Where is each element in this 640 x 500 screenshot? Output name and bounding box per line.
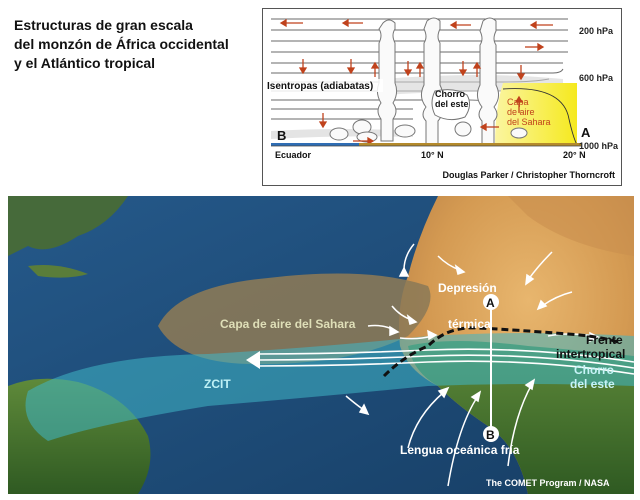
cross-section-credit: Douglas Parker / Christopher Thorncroft: [442, 170, 615, 180]
point-b-marker: [483, 426, 499, 442]
depression-label-line-1: Depresión: [438, 281, 497, 295]
x-label-10n: 10° N: [421, 150, 444, 160]
title-line-1: Estructuras de gran escala: [14, 17, 193, 33]
map-credit: The COMET Program / NASA: [486, 478, 610, 488]
sal-label-line-2: de aire: [507, 107, 535, 117]
itcz-band: [25, 333, 634, 441]
jet-arrowhead: [246, 351, 260, 369]
map-sal-label: Capa de aire del Sahara: [220, 317, 356, 331]
map-drawing: A B Capa de aire del Sahara ZCIT Depresi…: [8, 196, 634, 494]
land-surface: [359, 143, 581, 146]
map-itcz-label: ZCIT: [204, 377, 231, 391]
figure-title: Estructuras de gran escala del monzón de…: [14, 16, 254, 73]
pressure-label-1000: 1000 hPa: [579, 141, 619, 151]
sal-label-line-1: Capa: [507, 97, 529, 107]
caribbean-islands: [28, 265, 88, 278]
sal-plume: [158, 273, 431, 365]
title-line-2: del monzón de África occidental: [14, 36, 229, 52]
easterly-jet-streamlines: [257, 348, 634, 375]
sal-label-line-3: del Sahara: [507, 117, 551, 127]
point-a-marker: [483, 294, 499, 310]
cross-section-panel: 200 hPa 600 hPa 1000 hPa Isentropas (adi…: [262, 8, 622, 186]
ocean-surface: [271, 143, 359, 146]
pressure-label-200: 200 hPa: [579, 26, 614, 36]
depression-label-line-2: térmica: [448, 317, 491, 331]
map-jet-label-line-1: Chorro: [574, 363, 614, 377]
point-a-label: A: [581, 125, 591, 140]
jet-label-line-1: Chorro: [435, 89, 465, 99]
circulation-arrows: [279, 18, 553, 146]
front-label-line-1: Frente: [586, 333, 623, 347]
title-line-3: y el Atlántico tropical: [14, 55, 156, 71]
map-jet-label-line-2: del este: [570, 377, 615, 391]
north-america-landmass: [8, 196, 128, 256]
x-label-20n: 20° N: [563, 150, 586, 160]
x-label-equator: Ecuador: [275, 150, 312, 160]
convective-towers: [329, 17, 528, 146]
map-point-b-label: B: [486, 428, 495, 442]
pressure-label-600: 600 hPa: [579, 73, 614, 83]
jet-label-line-2: del este: [435, 99, 469, 109]
point-b-label: B: [277, 128, 286, 143]
satellite-map: A B Capa de aire del Sahara ZCIT Depresi…: [8, 196, 634, 494]
sal-boundary: [502, 88, 578, 146]
mediterranean-coast: [508, 196, 634, 256]
map-point-a-label: A: [486, 296, 495, 310]
front-label-line-2: intertropical: [556, 347, 625, 361]
cold-tongue-label: Lengua oceánica fría: [400, 443, 520, 457]
intertropical-front-line: [382, 326, 619, 378]
isentropes-label: Isentropas (adiabatas): [267, 81, 373, 92]
cross-section-drawing: 200 hPa 600 hPa 1000 hPa Isentropas (adi…: [265, 17, 619, 160]
isentropes-label-bg: [265, 79, 383, 92]
